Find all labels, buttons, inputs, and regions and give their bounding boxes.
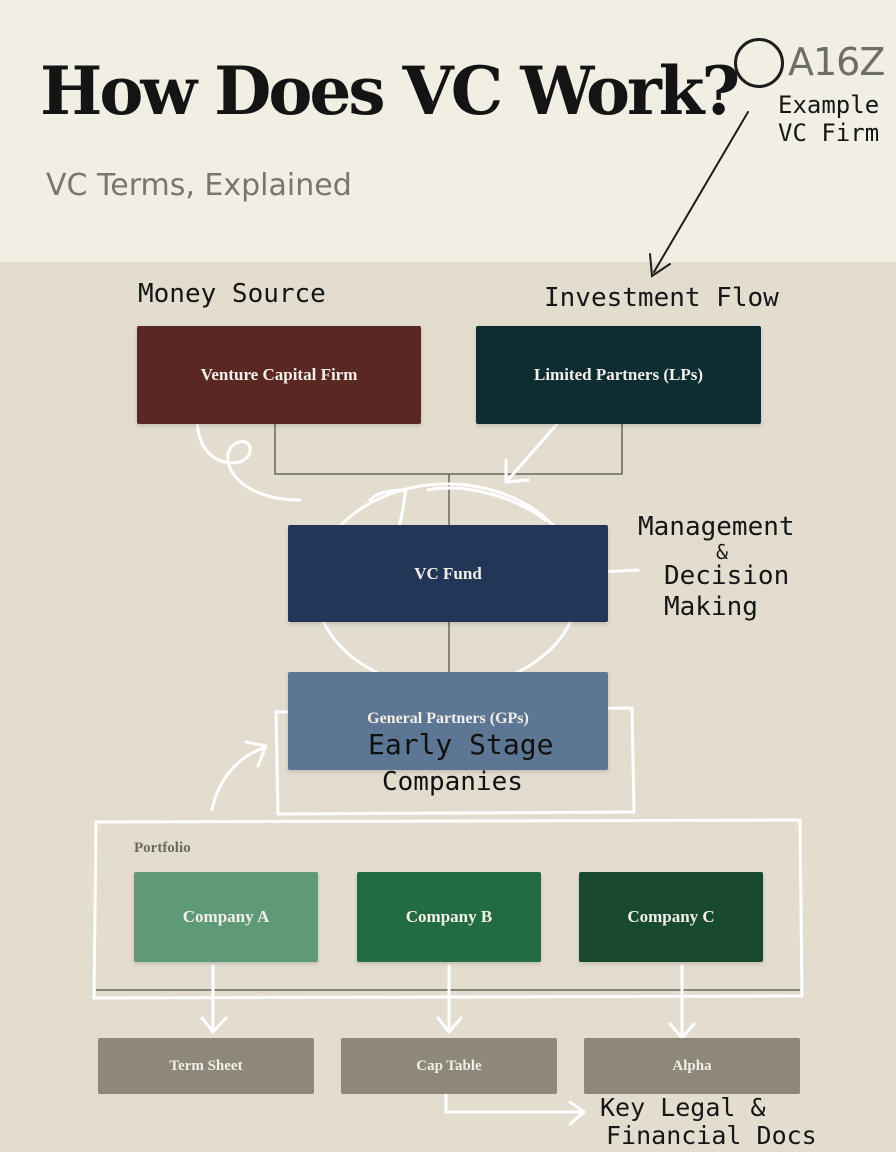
logo-text: A16Z (788, 40, 885, 84)
page-subtitle: VC Terms, Explained (46, 168, 352, 203)
company-b-node: Company B (357, 872, 541, 962)
key-docs-arrow (444, 1092, 584, 1114)
alpha-node: Alpha (584, 1038, 800, 1094)
logo-ring-icon (734, 38, 784, 88)
lps-arrowhead (504, 458, 530, 484)
company-a-node: Company A (134, 872, 318, 962)
venture-capital-firm-node: Venture Capital Firm (137, 326, 421, 424)
limited-partners-node: Limited Partners (LPs) (476, 326, 761, 424)
general-partners-node: General Partners (GPs) (288, 672, 608, 770)
note-line: Making (664, 592, 758, 623)
example-vc-firm-note: Example VC Firm (778, 91, 880, 147)
key-docs-note: Key Legal & Financial Docs (600, 1094, 817, 1149)
management-note: Management & Decision Making (638, 512, 795, 624)
note-line: Management (638, 512, 795, 542)
money-source-note: Money Source (138, 279, 326, 309)
example-arrow (653, 111, 749, 273)
early-stage-arrow (210, 746, 266, 812)
companies-note: Companies (382, 767, 523, 797)
note-line: & (716, 540, 729, 565)
investment-flow-note: Investment Flow (544, 283, 779, 313)
note-line: Key Legal & (600, 1093, 766, 1122)
company-c-node: Company C (579, 872, 763, 962)
portfolio-outline (92, 818, 804, 1000)
cap-table-node: Cap Table (341, 1038, 557, 1094)
note-line: Financial Docs (606, 1120, 817, 1150)
vc-fund-node: VC Fund (288, 525, 608, 622)
portfolio-label: Portfolio (134, 840, 191, 856)
note-line: VC Firm (778, 118, 880, 147)
term-sheet-node: Term Sheet (98, 1038, 314, 1094)
header-band: How Does VC Work? VC Terms, Explained A1… (0, 0, 896, 262)
note-line: Example (778, 91, 880, 119)
page-title: How Does VC Work? (40, 52, 740, 130)
early-stage-note: Early Stage (368, 728, 554, 761)
top-connector (274, 424, 623, 475)
note-line: Decision (664, 561, 790, 592)
firm-loop-stroke (195, 400, 302, 502)
a16z-logo: A16Z (734, 34, 885, 90)
